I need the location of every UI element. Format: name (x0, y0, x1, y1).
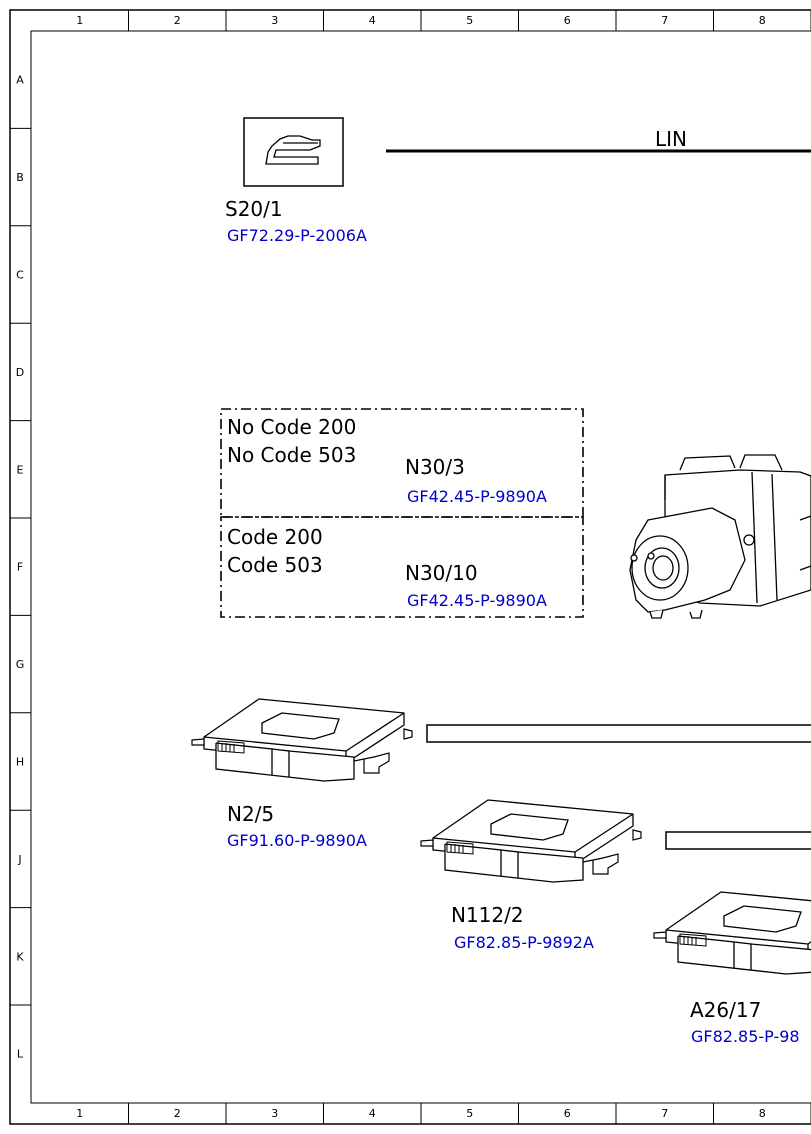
grid-row-label: K (16, 950, 24, 963)
bus-bar-lower (665, 831, 811, 850)
control-module-icon (191, 698, 413, 782)
reference-link-s20-1[interactable]: GF72.29-P-2006A (227, 226, 367, 245)
grid-row-label: J (17, 853, 21, 866)
grid-column-label: 8 (759, 14, 766, 27)
grid-row-label: D (16, 366, 24, 379)
grid-ticks (10, 10, 811, 1124)
variant-no-code-200: No Code 200 (227, 415, 357, 439)
door-switch-icon (243, 117, 344, 187)
grid-column-label: 5 (466, 14, 473, 27)
grid-column-label: 8 (759, 1107, 766, 1120)
variant-box-code (220, 516, 584, 618)
grid-row-label: A (16, 74, 24, 87)
component-code-n2-5: N2/5 (227, 802, 275, 826)
grid-column-label: 3 (271, 1107, 278, 1120)
grid-column-label: 2 (174, 14, 181, 27)
reference-link-n112-2[interactable]: GF82.85-P-9892A (454, 933, 594, 952)
component-code-n30-10: N30/10 (405, 561, 478, 585)
variant-code-503: Code 503 (227, 553, 323, 577)
component-code-s20-1: S20/1 (225, 197, 283, 221)
reference-link-n2-5[interactable]: GF91.60-P-9890A (227, 831, 367, 850)
grid-row-label: E (17, 463, 24, 476)
control-module-icon (653, 891, 811, 975)
grid-column-label: 5 (466, 1107, 473, 1120)
component-code-n112-2: N112/2 (451, 903, 524, 927)
grid-column-label: 7 (661, 1107, 668, 1120)
grid-column-label: 2 (174, 1107, 181, 1120)
grid-column-label: 7 (661, 14, 668, 27)
grid-column-label: 6 (564, 1107, 571, 1120)
variant-code-200: Code 200 (227, 525, 323, 549)
grid-column-label: 6 (564, 14, 571, 27)
grid-row-label: B (16, 171, 24, 184)
grid-column-label: 1 (76, 14, 83, 27)
lin-bus-label: LIN (655, 127, 688, 151)
abs-unit-icon (629, 454, 811, 619)
grid-column-label: 3 (271, 14, 278, 27)
variant-box-no-code (220, 408, 584, 518)
component-code-n30-3: N30/3 (405, 455, 465, 479)
reference-link-n30-10[interactable]: GF42.45-P-9890A (407, 591, 547, 610)
grid-row-label: H (16, 756, 24, 769)
grid-row-label: L (17, 1048, 24, 1061)
reference-link-a26-17[interactable]: GF82.85-P-98 (691, 1027, 800, 1046)
grid-column-label: 1 (76, 1107, 83, 1120)
grid-row-label: C (16, 269, 24, 282)
reference-link-n30-3[interactable]: GF42.45-P-9890A (407, 487, 547, 506)
grid-column-label: 4 (369, 14, 376, 27)
bus-bar-upper (426, 724, 811, 743)
variant-no-code-503: No Code 503 (227, 443, 357, 467)
grid-column-label: 4 (369, 1107, 376, 1120)
control-module-icon (420, 799, 642, 883)
grid-row-label: F (17, 561, 23, 574)
grid-row-label: G (16, 658, 25, 671)
component-code-a26-17: A26/17 (690, 998, 762, 1022)
